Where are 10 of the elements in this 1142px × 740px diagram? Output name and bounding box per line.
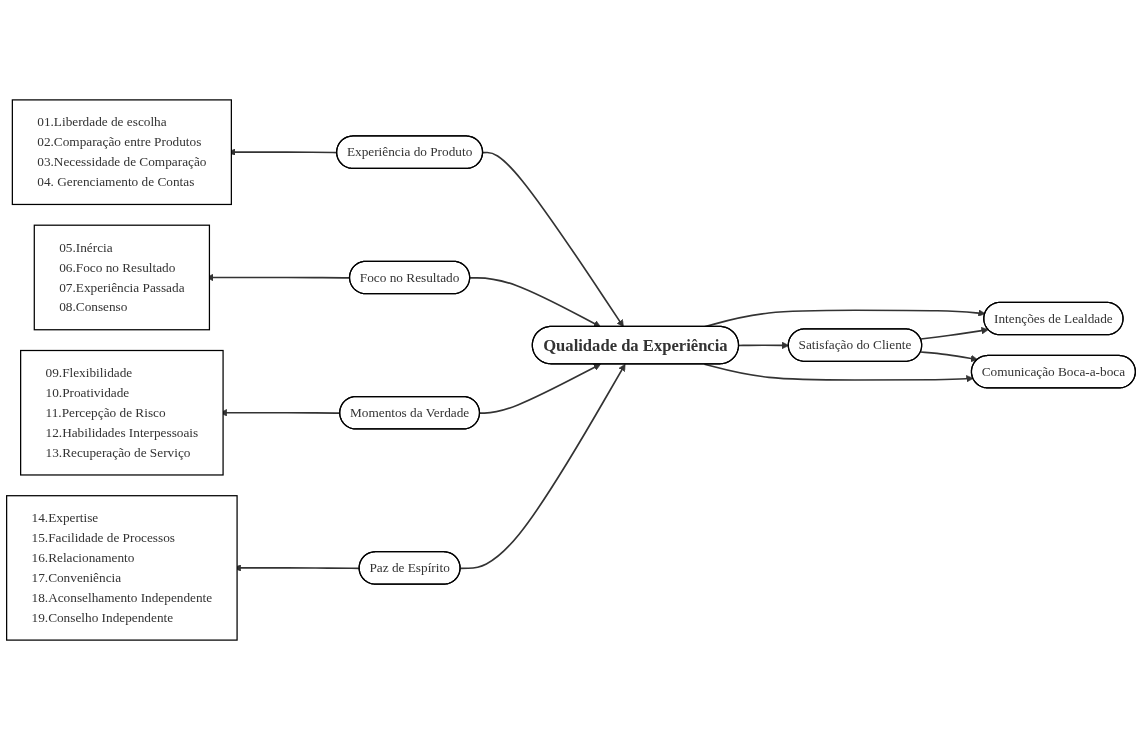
node-box: 01.Liberdade de escolha 02.Comparação entre Produtos 03.Necessidade de Comparação 04. Gerenciamento de Contas [11,99,232,206]
arrow [459,363,626,570]
arrow [919,327,989,340]
arrow [469,277,601,328]
node-box: 09.Flexibilidade 10.Proatividade 11.Percepção de Risco 12.Habilidades Interpessoais 13.Recuperação de Serviço [20,349,224,476]
node-box: 14.Expertise 15.Facilidade de Processos 16.Relacionamento 17.Conveniência 18.Aconselhamento Independente 19.Conselho Independente [6,495,238,641]
arrow [479,363,601,414]
arrow [482,151,624,328]
arrow [703,363,974,383]
node-box: 05.Inércia 06.Foco no Resultado 07.Experiência Passada 08.Consenso [33,224,211,331]
